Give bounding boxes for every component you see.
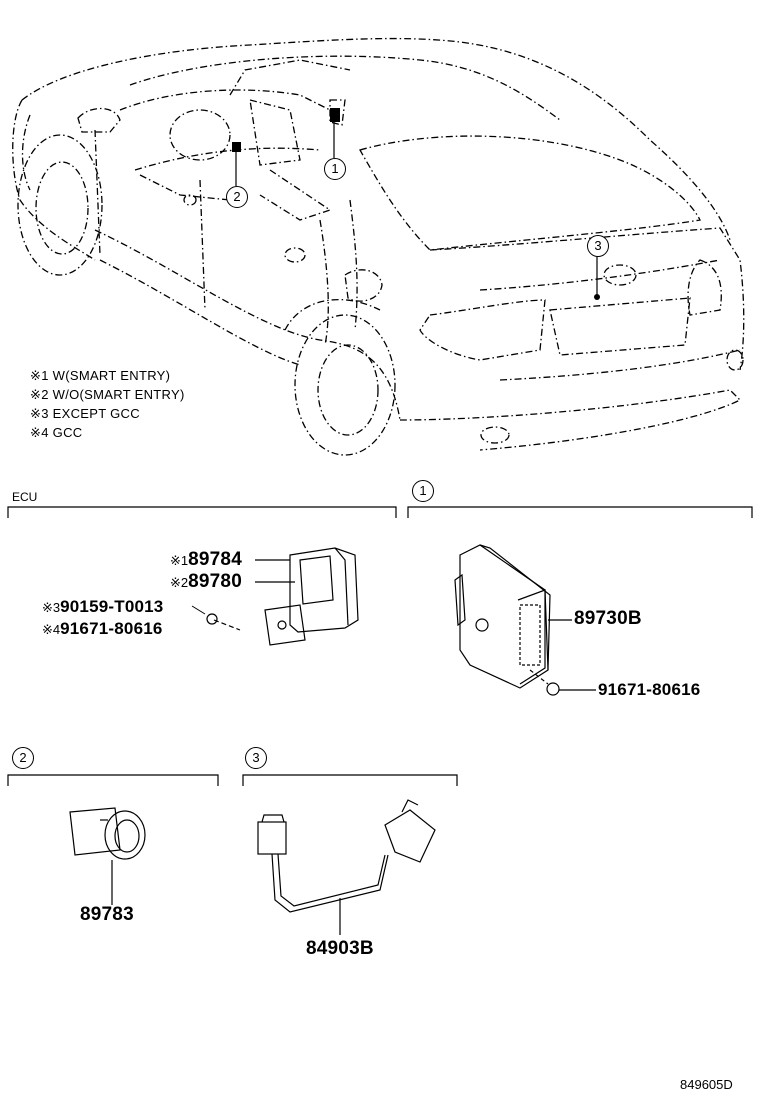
note-3: ※3 EXCEPT GCC: [30, 406, 140, 422]
note-3-text: EXCEPT GCC: [52, 406, 140, 421]
ecu-module-drawing: [454, 544, 596, 696]
section-1-marker: 1: [412, 480, 434, 502]
ecu-part-1-number: 89784: [188, 549, 242, 570]
section-2-marker: 2: [12, 747, 34, 769]
note-3-mark: ※3: [30, 406, 49, 421]
note-4-mark: ※4: [30, 425, 49, 440]
note-2-text: W/O(SMART ENTRY): [52, 387, 185, 402]
ecu-part-1-mark: ※1: [170, 553, 189, 568]
section-2-part-sensor: 89783: [80, 904, 134, 925]
section-3-marker: 3: [245, 747, 267, 769]
note-4: ※4 GCC: [30, 425, 82, 441]
note-2-mark: ※2: [30, 387, 49, 402]
part-leaders: [191, 605, 206, 615]
car-outline: [12, 37, 745, 456]
ecu-bracket-drawing: [206, 547, 359, 646]
ecu-part-3: ※390159-T0013: [42, 597, 163, 617]
ecu-part-3-mark: ※3: [42, 600, 61, 615]
ecu-part-4-number: 91671-80616: [60, 619, 163, 638]
sensor-drawing: [69, 807, 146, 905]
section-ecu-title: ECU: [12, 490, 38, 504]
section-brackets: [7, 506, 753, 786]
section-3-part-harness: 84903B: [306, 938, 374, 959]
ecu-part-4: ※491671-80616: [42, 619, 163, 639]
callout-3-marker: 3: [587, 235, 609, 257]
ecu-part-2-mark: ※2: [170, 575, 189, 590]
note-4-text: GCC: [52, 425, 83, 440]
ecu-part-4-mark: ※4: [42, 622, 61, 637]
callout-2-marker: 2: [226, 186, 248, 208]
callout-markers: [232, 108, 600, 300]
callout-leaders: [235, 120, 598, 296]
section-1-part-module: 89730B: [574, 608, 642, 629]
ecu-part-3-number: 90159-T0013: [60, 597, 164, 616]
ecu-part-2-number: 89780: [188, 571, 242, 592]
harness-drawing: [257, 799, 436, 935]
section-1-part-bolt: 91671-80616: [598, 680, 701, 699]
note-1: ※1 W(SMART ENTRY): [30, 368, 170, 384]
diagram-code: 849605D: [680, 1077, 733, 1092]
note-1-text: W(SMART ENTRY): [52, 368, 171, 383]
note-1-mark: ※1: [30, 368, 49, 383]
note-2: ※2 W/O(SMART ENTRY): [30, 387, 185, 403]
ecu-part-2: ※289780: [170, 571, 242, 593]
callout-1-marker: 1: [324, 158, 346, 180]
ecu-part-1: ※189784: [170, 549, 242, 571]
